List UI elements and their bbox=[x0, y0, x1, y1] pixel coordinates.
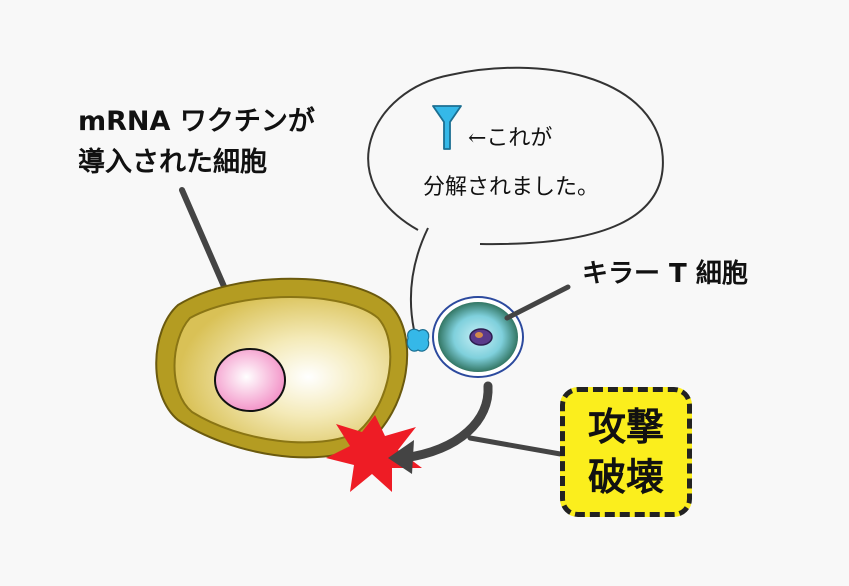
cell-label-line2: 導入された細胞 bbox=[78, 147, 267, 178]
killer-t-cell bbox=[432, 296, 524, 378]
bubble-text-line1: ←これが bbox=[468, 126, 553, 151]
speech-bubble bbox=[367, 66, 664, 331]
killer-t-cell-label: キラー T 細胞 bbox=[582, 259, 748, 289]
tcell-pointer-line bbox=[504, 284, 571, 321]
nucleus bbox=[214, 348, 286, 412]
attack-label: 攻撃 bbox=[587, 405, 664, 449]
attack-burst bbox=[326, 415, 422, 492]
attack-pointer-line bbox=[467, 435, 569, 458]
cell-label-line1: mRNA ワクチンが bbox=[78, 106, 315, 137]
destroy-label: 破壊 bbox=[587, 455, 664, 499]
attack-arrow bbox=[388, 381, 493, 474]
antibody-icon bbox=[432, 105, 462, 150]
bubble-text-line2: 分解されました。 bbox=[423, 175, 600, 200]
attack-destroy-box: 攻撃 破壊 bbox=[560, 387, 692, 517]
infected-cell-label: mRNA ワクチンが 導入された細胞 bbox=[78, 101, 315, 183]
antigen-icon bbox=[406, 328, 430, 352]
